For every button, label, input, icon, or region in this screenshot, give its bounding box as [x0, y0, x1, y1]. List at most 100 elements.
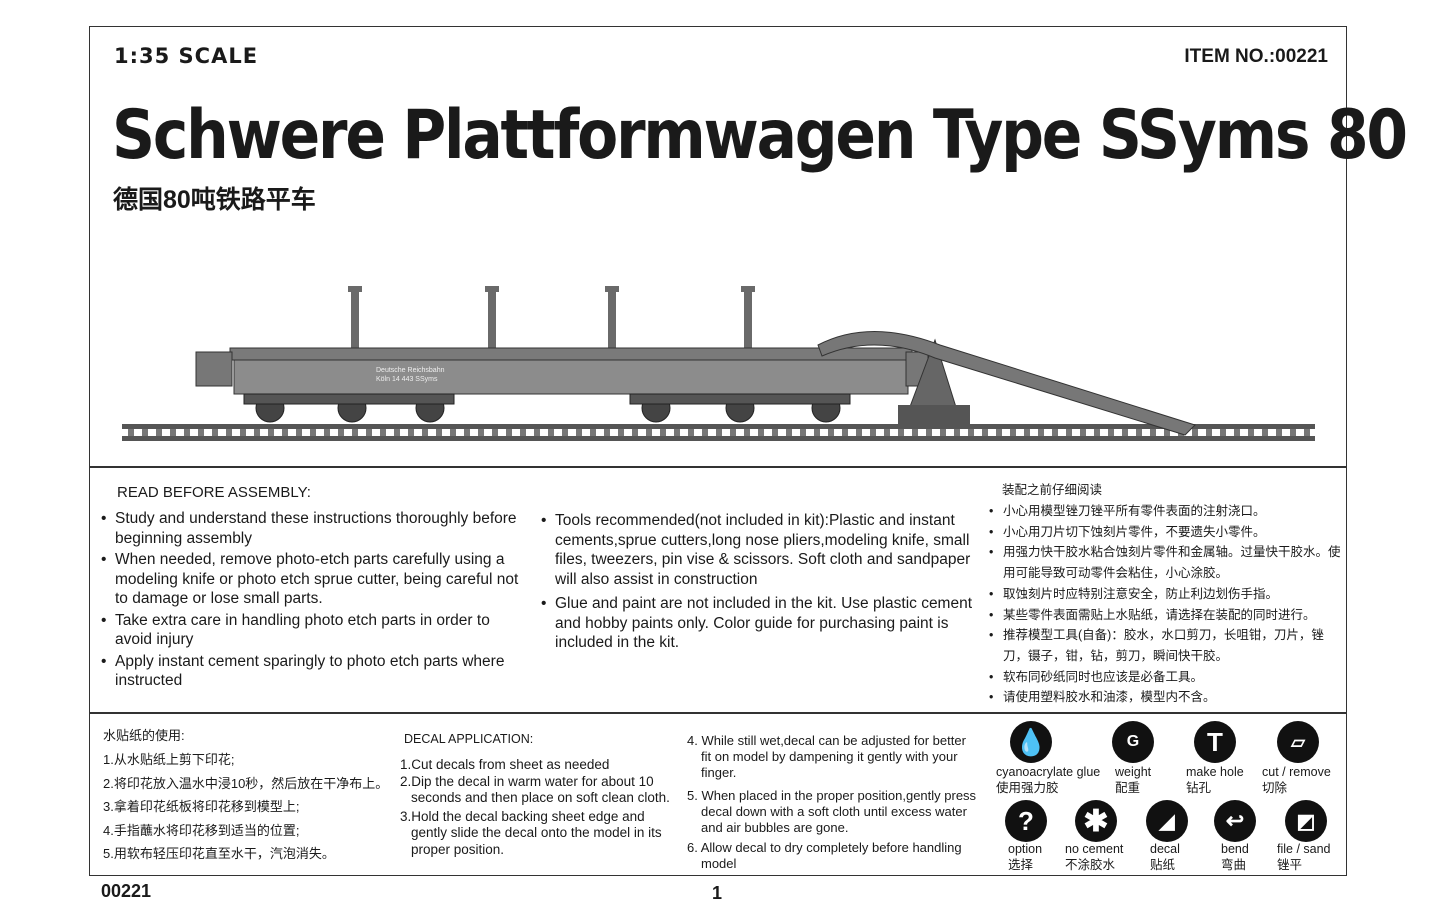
rail-tie	[800, 429, 806, 436]
legend-label-cn: 锉平	[1277, 857, 1303, 872]
rail-track	[122, 424, 1315, 441]
legend-label: option	[1008, 842, 1043, 856]
legend-label: make hole	[1186, 765, 1244, 779]
rail-tie	[954, 429, 960, 436]
rail-tie	[590, 429, 596, 436]
cn-item: 用强力快干胶水粘合蚀刻片零件和金属轴。过量快干胶水。使用可能导致可动零件会粘住，…	[989, 542, 1345, 583]
decal-en-step: 3.Hold the decal backing sheet edge and …	[400, 808, 662, 857]
rail-tie	[772, 429, 778, 436]
rail-tie	[142, 429, 148, 436]
rail-tie	[968, 429, 974, 436]
file-icon: ◩	[1285, 800, 1327, 842]
rail-tie	[450, 429, 456, 436]
legend-label: bend	[1221, 842, 1249, 856]
rail-tie	[170, 429, 176, 436]
subtitle-cn: 德国80吨铁路平车	[113, 186, 316, 214]
legend-label-cn: 使用强力胶	[996, 780, 1059, 795]
rail-tie	[1136, 429, 1142, 436]
legend-label-cn: 选择	[1008, 857, 1034, 872]
legend-label-cn: 切除	[1262, 780, 1288, 795]
instruction-item: Study and understand these instructions …	[101, 509, 526, 548]
decal-en-step: 6. Allow decal to dry completely before …	[687, 840, 962, 872]
legend-label: decal	[1150, 842, 1180, 856]
divider	[89, 712, 1347, 714]
rail-tie	[1024, 429, 1030, 436]
rail-tie	[730, 429, 736, 436]
page-number: 1	[712, 883, 723, 903]
cn-item: 请使用塑料胶水和油漆，模型内不含。	[989, 687, 1345, 708]
cn-item: 小心用模型锉刀锉平所有零件表面的注射浇口。	[989, 501, 1345, 522]
rail-tie	[212, 429, 218, 436]
rail-tie	[940, 429, 946, 436]
marking-line2: Köln 14 443 SSyms	[376, 376, 438, 383]
rail-tie	[226, 429, 232, 436]
rail-tie	[912, 429, 918, 436]
instruction-item: Tools recommended(not included in kit):P…	[541, 511, 976, 589]
rail-tie	[1290, 429, 1296, 436]
decal-en-step: 1.Cut decals from sheet as needed	[400, 757, 610, 772]
rail-tie	[408, 429, 414, 436]
rail-tie	[1234, 429, 1240, 436]
cn-item: 取蚀刻片时应特别注意安全，防止利边划伤手指。	[989, 584, 1345, 605]
rail-tie	[1262, 429, 1268, 436]
rail-tie	[422, 429, 428, 436]
rail-tie	[786, 429, 792, 436]
decal-icon: ◢	[1146, 800, 1188, 842]
rail-tie	[646, 429, 652, 436]
rail-tie	[394, 429, 400, 436]
rail-tie	[338, 429, 344, 436]
decal-en-step: 2.Dip the decal in warm water for about …	[400, 773, 670, 806]
rail-tie	[604, 429, 610, 436]
rail-tie	[884, 429, 890, 436]
rail-tie	[310, 429, 316, 436]
rail-tie	[814, 429, 820, 436]
rail-tie	[1150, 429, 1156, 436]
rail-tie	[996, 429, 1002, 436]
rail-tie	[828, 429, 834, 436]
rail-tie	[562, 429, 568, 436]
rail-tie	[856, 429, 862, 436]
rail-tie	[1276, 429, 1282, 436]
rail-tie	[1220, 429, 1226, 436]
rail-tie	[1094, 429, 1100, 436]
decal-cn-step: 5.用软布轻压印花直至水干，汽泡消失。	[103, 846, 335, 861]
rail-tie	[534, 429, 540, 436]
decal-en-step: 5. When placed in the proper position,ge…	[687, 787, 977, 836]
rail-tie	[380, 429, 386, 436]
decal-cn-step: 3.拿着印花纸板将印花移到模型上;	[103, 799, 300, 814]
rail-tie	[184, 429, 190, 436]
rail-tie	[926, 429, 932, 436]
posts	[348, 286, 755, 352]
cn-item: 软布同砂纸同时也应该是必备工具。	[989, 667, 1345, 688]
rail-tie	[506, 429, 512, 436]
legend-label: file / sand	[1277, 842, 1331, 856]
rail-tie	[282, 429, 288, 436]
rail-tie	[324, 429, 330, 436]
rail-tie	[296, 429, 302, 436]
rail-tie	[1038, 429, 1044, 436]
cn-item: 推荐模型工具(自备)：胶水，水口剪刀，长咀钳，刀片，锉刀，镊子，钳，钻，剪刀，瞬…	[989, 625, 1345, 666]
rail-tie	[674, 429, 680, 436]
rail-tie	[758, 429, 764, 436]
rail-tie	[198, 429, 204, 436]
rail-tie	[520, 429, 526, 436]
no-cement-icon: ✱	[1075, 800, 1117, 842]
page-title: Schwere Plattformwagen Type SSyms 80	[112, 96, 1408, 175]
rail-tie	[1206, 429, 1212, 436]
cn-item: 小心用刀片切下蚀刻片零件，不要遗失小零件。	[989, 522, 1345, 543]
instruction-item: Glue and paint are not included in the k…	[541, 594, 976, 653]
legend-label-cn: 不涂胶水	[1065, 857, 1116, 872]
page-frame	[89, 26, 1347, 876]
rail-tie	[366, 429, 372, 436]
rail-tie	[1052, 429, 1058, 436]
rail-tie	[254, 429, 260, 436]
rail-tie	[982, 429, 988, 436]
rail-tie	[1164, 429, 1170, 436]
cut-icon: ▱	[1277, 721, 1319, 763]
drill-icon: T	[1194, 721, 1236, 763]
rail-tie	[702, 429, 708, 436]
glue-drop-icon: 💧	[1010, 721, 1052, 763]
rail-tie	[548, 429, 554, 436]
rail-tie	[870, 429, 876, 436]
legend-label-cn: 贴纸	[1150, 857, 1176, 872]
